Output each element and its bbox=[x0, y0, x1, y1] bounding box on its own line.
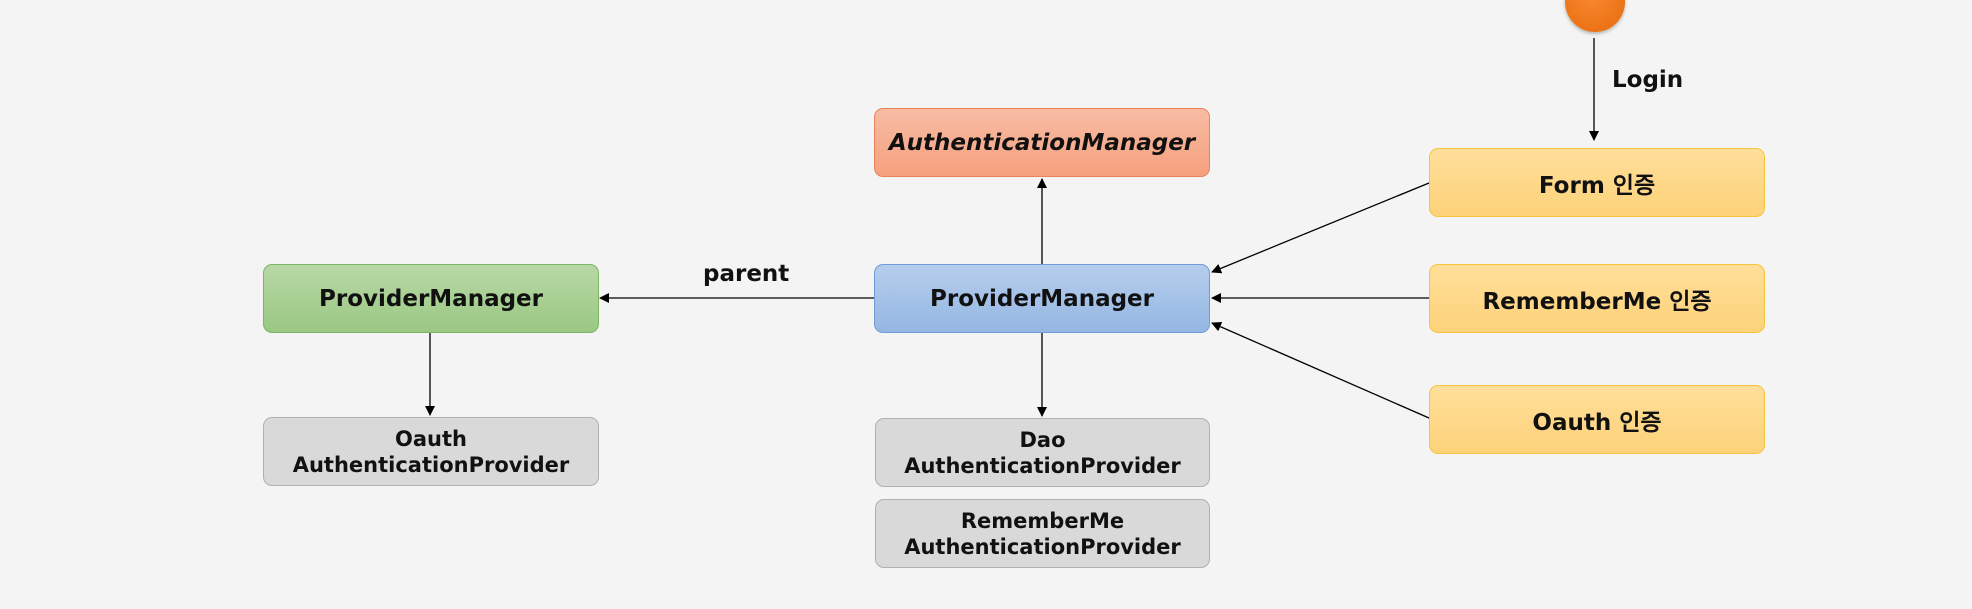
rememberme-provider-line-1: RememberMe bbox=[960, 508, 1125, 533]
provider-manager-left-label: ProviderManager bbox=[319, 285, 543, 312]
form-auth-node: Form 인증 bbox=[1429, 148, 1765, 217]
form-auth-label: Form 인증 bbox=[1538, 172, 1656, 199]
oauth-auth-label: Oauth 인증 bbox=[1532, 409, 1662, 436]
dao-provider-line-1: Dao bbox=[1019, 427, 1066, 452]
rememberme-provider-line-2: AuthenticationProvider bbox=[904, 534, 1181, 559]
oauth-auth-node: Oauth 인증 bbox=[1429, 385, 1765, 454]
dao-provider-line-2: AuthenticationProvider bbox=[904, 453, 1181, 478]
oauth-authentication-provider-node: Oauth AuthenticationProvider bbox=[263, 417, 599, 486]
provider-manager-center-node: ProviderManager bbox=[874, 264, 1210, 333]
oauth-provider-line-2: AuthenticationProvider bbox=[292, 452, 570, 477]
edge-oauth-to-provider bbox=[1211, 322, 1430, 419]
provider-manager-left-node: ProviderManager bbox=[263, 264, 599, 333]
edge-label-login: Login bbox=[1612, 67, 1684, 93]
rememberme-auth-label: RememberMe 인증 bbox=[1482, 288, 1712, 315]
edge-form-to-provider bbox=[1211, 182, 1430, 274]
oauth-provider-line-1: Oauth bbox=[395, 426, 467, 451]
authentication-manager-node: AuthenticationManager bbox=[874, 108, 1210, 177]
rememberme-auth-node: RememberMe 인증 bbox=[1429, 264, 1765, 333]
dao-authentication-provider-node: Dao AuthenticationProvider bbox=[875, 418, 1210, 487]
provider-manager-center-label: ProviderManager bbox=[930, 285, 1154, 312]
rememberme-authentication-provider-node: RememberMe AuthenticationProvider bbox=[875, 499, 1210, 568]
edge-label-parent: parent bbox=[703, 261, 790, 287]
authentication-manager-label: AuthenticationManager bbox=[888, 129, 1196, 156]
